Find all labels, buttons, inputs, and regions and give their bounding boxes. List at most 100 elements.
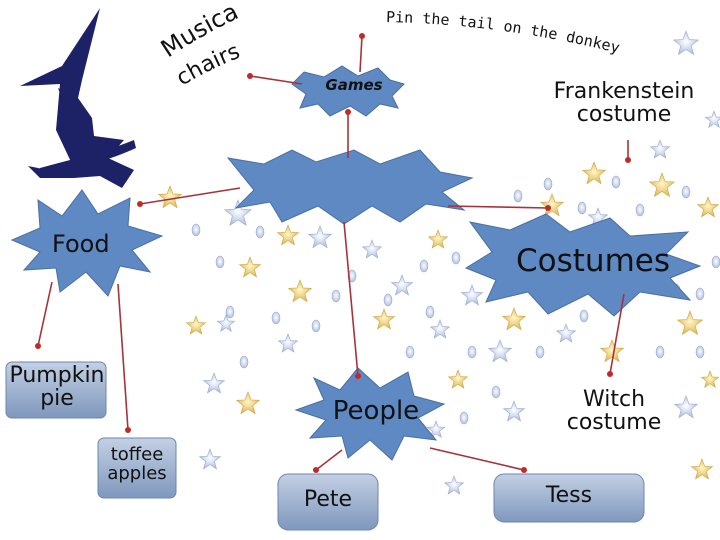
decorative-star-icon [202,372,226,394]
decorative-dot-icon [491,385,501,399]
decorative-star-icon [599,339,625,363]
node-frankenstein: Frankenstein costume [534,80,714,126]
decorative-star-icon [690,458,714,480]
node-pumpkin-pie-line2: pie [40,386,74,412]
decorative-star-icon [198,448,222,470]
witch-silhouette-icon [20,8,136,188]
starburst-games [291,65,405,117]
decorative-dot-icon [535,345,545,359]
decorative-dot-icon [711,255,720,269]
starburst-people [294,367,446,461]
decorative-dot-icon [405,345,415,359]
decorative-dot-icon [271,311,281,325]
decorative-star-icon [429,319,451,339]
connector-people-pete [315,449,343,471]
decorative-dot-icon [579,309,589,323]
node-food: Food [52,230,110,258]
decorative-star-icon [277,333,299,353]
decorative-dot-icon [611,175,621,189]
decorative-dot-icon [239,355,249,369]
decorative-star-icon [238,256,262,278]
starburst-halloween [226,149,474,225]
node-toffee-apples: toffee apples [98,444,176,484]
decorative-dot-icon [459,411,469,425]
decorative-star-icon [235,391,261,415]
node-toffee-apples-line1: toffee [110,444,164,465]
decorative-star-icon [443,475,465,495]
decorative-dot-icon [655,345,665,359]
decorative-dot-icon [383,293,393,307]
node-pumpkin-pie-line1: Pumpkin [9,363,105,388]
decorative-dot-icon [467,345,477,359]
decorative-dot-icon [255,225,265,239]
connector-food-pumpkin [37,281,53,347]
node-witch-costume: Witch costume [544,388,684,434]
connectors [37,35,629,471]
decorative-dot-icon [215,255,225,269]
node-pete: Pete [303,487,353,512]
decorative-star-icon [487,339,513,363]
node-costumes: Costumes [516,243,670,279]
node-frankenstein-line1: Frankenstein [553,79,695,104]
decorative-dot-icon [347,269,357,283]
decorative-star-icon [649,139,671,159]
arrowheads [35,33,631,473]
node-people: People [332,396,420,426]
decorative-dot-icon [331,289,341,303]
decorative-star-icon [539,193,565,217]
decorative-dot-icon [695,287,705,301]
connector-games-pin [359,35,363,73]
decorative-star-icon [307,225,333,249]
decorative-star-icon [555,323,577,343]
node-games: Games [325,76,383,94]
decorative-dot-icon [311,319,321,333]
node-toffee-apples-line2: apples [107,462,167,484]
decorative-star-icon [426,420,446,438]
connector-costumes-witch [609,293,625,375]
connector-food-toffee [117,283,129,431]
decorative-dot-icon [425,305,435,319]
decorative-star-icon [700,370,720,388]
decorative-dot-icon [451,251,461,265]
decorative-star-icon [460,284,484,306]
decorative-dot-icon [577,201,587,215]
box-toffee-apples [97,437,177,499]
decorative-star-icon [672,30,700,56]
decorative-star-icon [185,315,207,335]
node-frankenstein-line2: costume [576,102,672,128]
connector-people-tess [429,447,525,471]
connector-halloween-frankenstein [447,205,549,209]
decorative-star-icon [676,310,704,336]
decorative-dot-icon [635,203,645,217]
connector-halloween-people [343,221,359,377]
decorative-star-icon [390,274,414,296]
decorative-dot-icon [225,305,235,319]
decorative-star-icon [216,314,236,332]
decorative-star-icon [673,395,699,419]
decorative-dot-icon [191,223,201,237]
box-pete [277,473,379,531]
decorative-star-icon [502,400,526,422]
decorative-star-icon [223,199,253,226]
starburst-costumes [464,213,702,317]
decorative-star-icon [704,110,720,128]
decorative-star-icon [276,224,300,246]
decorative-star-icon [447,369,469,389]
decorative-dot-icon [513,189,523,203]
node-pin-the-tail: Pin the tail on the donkey [386,8,622,57]
node-witch-costume-line2: costume [566,410,662,436]
decorative-star-icon [157,185,183,209]
decorative-star-icon [287,279,313,303]
decorative-star-icon [501,307,527,331]
node-tess: Tess [545,483,593,508]
decorative-star-icon [427,229,449,249]
connector-games-musical [249,75,303,85]
decorative-dot-icon [543,177,553,191]
box-tess [493,473,645,523]
decorative-star-icon [372,308,396,330]
decorative-star-icon [648,172,676,198]
decorative-dot-icon [695,345,705,359]
decorative-dot-icon [419,259,429,273]
